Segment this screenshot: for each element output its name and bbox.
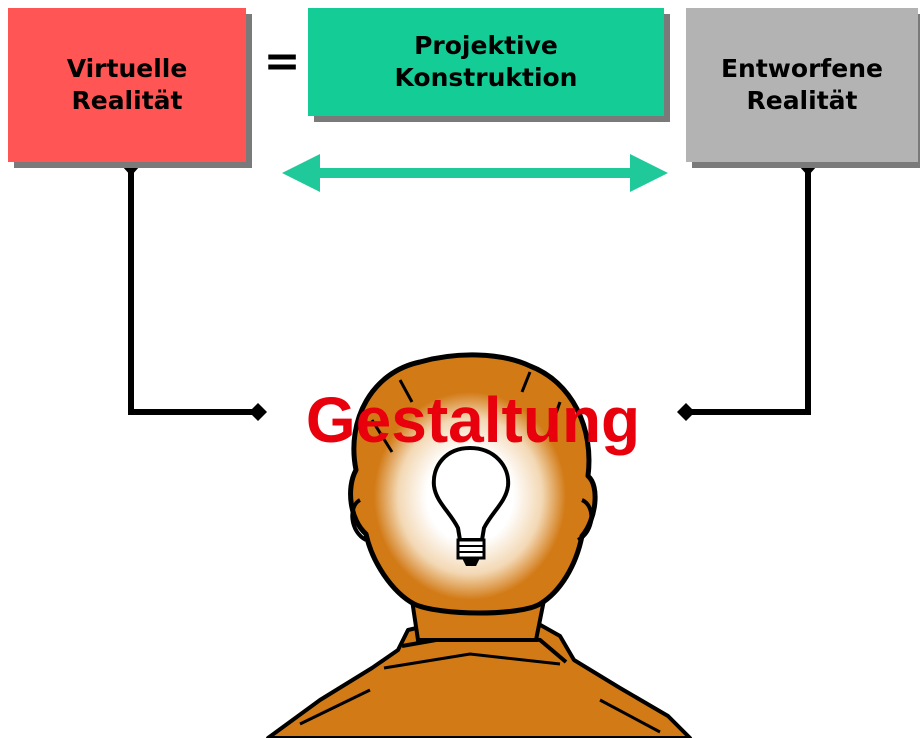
virtual-reality-label: Virtuelle Realität [66, 54, 188, 115]
virtual-reality-box: Virtuelle Realität [8, 8, 246, 162]
lightbulb-icon [431, 446, 511, 566]
projective-construction-box: Projektive Konstruktion [308, 8, 664, 116]
left-connector-line [128, 166, 258, 415]
right-end-diamond [677, 403, 695, 421]
left-end-diamond [249, 403, 267, 421]
designed-reality-label: Entworfene Realität [720, 54, 883, 115]
equals-sign: = [263, 36, 301, 87]
double-arrow [282, 154, 668, 192]
gestaltung-label: Gestaltung [305, 384, 641, 456]
right-connector-line [686, 166, 811, 415]
projective-construction-label: Projektive Konstruktion [394, 31, 578, 92]
designed-reality-box: Entworfene Realität [686, 8, 918, 162]
